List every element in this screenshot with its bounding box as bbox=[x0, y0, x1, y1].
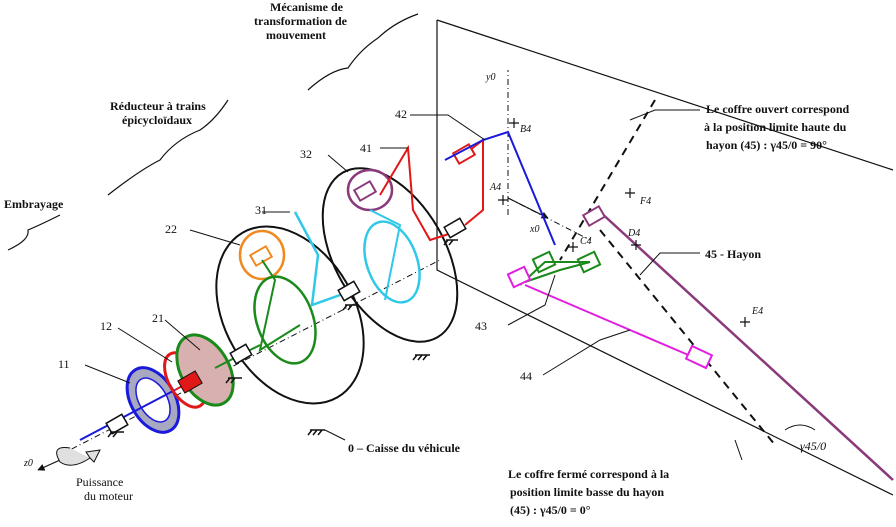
tailgate-plane bbox=[436, 19, 894, 496]
part-number-22: 22 bbox=[165, 222, 177, 236]
axis-label-y0: y0 bbox=[485, 72, 495, 83]
casing-disk-2 bbox=[321, 167, 459, 343]
label-mecanisme-2: transformation de bbox=[254, 14, 348, 28]
z0-arrow bbox=[37, 459, 61, 471]
point-markers bbox=[498, 118, 750, 327]
label-ferme-3: (45) : γ45/0 = 0° bbox=[510, 503, 591, 517]
hayon-hinge bbox=[581, 204, 607, 228]
carrier-green-1 bbox=[253, 275, 317, 365]
part-number-21: 21 bbox=[152, 311, 164, 325]
part-41-bearing bbox=[443, 217, 467, 239]
part-11-shaft bbox=[79, 389, 176, 441]
part-21-bearing bbox=[229, 343, 253, 365]
label-mecanisme-3: mouvement bbox=[266, 28, 326, 42]
part-32-planet bbox=[352, 179, 378, 203]
power-arrow-icon bbox=[56, 447, 101, 466]
part-number-32: 32 bbox=[300, 147, 312, 161]
label-reducteur-1: Réducteur à trains bbox=[110, 99, 206, 113]
part-41-arm bbox=[379, 144, 456, 242]
label-reducteur-2: épicycloïdaux bbox=[122, 113, 192, 127]
part-21-planet bbox=[177, 370, 203, 394]
part-number-41: 41 bbox=[360, 141, 372, 155]
brace-embrayage bbox=[7, 214, 61, 251]
part-44-rod bbox=[524, 284, 701, 361]
label-gamma: γ45/0 bbox=[800, 439, 826, 453]
part-22-gear bbox=[238, 229, 286, 281]
part-42-arm bbox=[464, 137, 484, 226]
part-43-link bbox=[519, 261, 591, 286]
part-number-11: 11 bbox=[58, 357, 70, 371]
part-number-44: 44 bbox=[520, 369, 532, 383]
label-ouvert-2: à la position limite haute du bbox=[704, 120, 847, 134]
axis-label-z0: z0 bbox=[23, 458, 33, 469]
point-label-a4: A4 bbox=[489, 182, 501, 193]
leader-lines bbox=[84, 109, 743, 461]
part-44-body bbox=[506, 265, 532, 289]
part-number-43: 43 bbox=[475, 319, 487, 333]
part-number-12: 12 bbox=[100, 319, 112, 333]
label-hayon: 45 - Hayon bbox=[705, 247, 761, 261]
blue-link bbox=[444, 130, 556, 246]
point-label-b4: B4 bbox=[520, 124, 531, 135]
label-mecanisme-1: Mécanisme de bbox=[270, 0, 344, 14]
carrier-green-link bbox=[258, 259, 301, 353]
limit-low-line bbox=[599, 229, 776, 446]
point-label-f4: F4 bbox=[639, 196, 651, 207]
carrier-cyan-link bbox=[369, 209, 402, 301]
part-22-planet bbox=[248, 244, 274, 268]
gamma-arc bbox=[784, 424, 816, 431]
point-label-c4: C4 bbox=[580, 236, 592, 247]
limit-high-line bbox=[559, 99, 656, 261]
part-11-bearing bbox=[105, 413, 129, 435]
casing-disk-1 bbox=[215, 225, 365, 405]
main-axis bbox=[59, 259, 441, 456]
axis-label-x0: x0 bbox=[529, 224, 539, 235]
label-caisse: 0 – Caisse du véhicule bbox=[348, 441, 461, 455]
part-42-joint bbox=[451, 142, 477, 166]
brace-reducteur bbox=[107, 99, 229, 196]
label-puissance-2: du moteur bbox=[84, 489, 133, 503]
part-44-end bbox=[684, 344, 714, 370]
label-puissance-1: Puissance bbox=[76, 475, 123, 489]
part-31-bearing bbox=[337, 280, 361, 302]
label-ouvert-3: hayon (45) : γ45/0 = 90° bbox=[706, 138, 827, 152]
part-number-31: 31 bbox=[255, 203, 267, 217]
hayon-bar bbox=[597, 209, 894, 481]
brace-mecanisme bbox=[307, 13, 419, 91]
label-ferme-2: position limite basse du hayon bbox=[510, 485, 664, 499]
part-number-42: 42 bbox=[395, 107, 407, 121]
point-label-e4: E4 bbox=[751, 306, 763, 317]
point-label-d4: D4 bbox=[627, 228, 640, 239]
label-ferme-1: Le coffre fermé correspond à la bbox=[508, 467, 669, 481]
label-ouvert-1: Le coffre ouvert correspond bbox=[706, 102, 850, 116]
label-embrayage: Embrayage bbox=[4, 197, 64, 211]
part-31-sun bbox=[363, 220, 421, 304]
ground-symbols bbox=[107, 239, 458, 438]
